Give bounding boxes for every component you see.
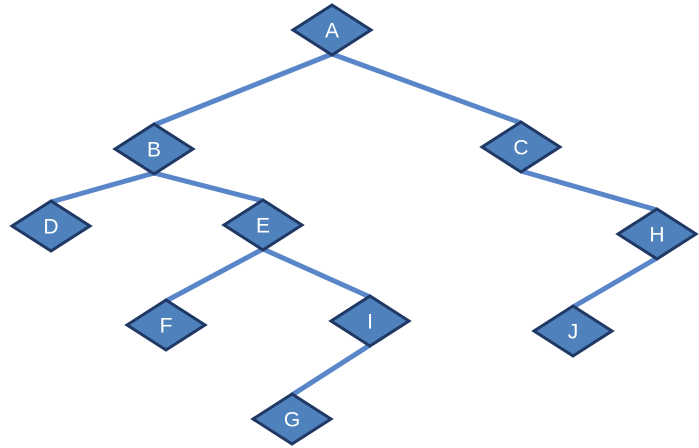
node-H-diamond[interactable] [615,207,699,261]
node-A-diamond[interactable] [290,3,374,57]
node-G[interactable]: G [250,392,334,446]
edge-H-J [571,255,659,310]
edge-I-G [290,342,372,398]
nodes-layer: A B C D E H F I J G [9,3,699,446]
edge-A-B [153,51,333,128]
node-B-diamond[interactable] [112,122,196,176]
edges-layer [50,51,659,398]
node-I[interactable]: I [328,294,412,348]
edge-B-D [50,170,155,205]
node-B[interactable]: B [112,122,196,176]
node-G-diamond[interactable] [250,392,334,446]
node-A[interactable]: A [290,3,374,57]
node-C[interactable]: C [479,120,563,174]
node-E-diamond[interactable] [221,198,305,252]
edge-B-E [153,170,264,204]
edge-E-F [164,246,265,304]
node-C-diamond[interactable] [479,120,563,174]
node-F[interactable]: F [124,298,208,352]
node-I-diamond[interactable] [328,294,412,348]
node-J[interactable]: J [531,304,615,358]
edge-E-I [261,246,372,300]
node-D[interactable]: D [9,199,93,253]
node-H[interactable]: H [615,207,699,261]
edge-C-H [520,168,658,213]
edge-A-C [331,51,522,126]
node-F-diamond[interactable] [124,298,208,352]
node-J-diamond[interactable] [531,304,615,358]
node-E[interactable]: E [221,198,305,252]
node-D-diamond[interactable] [9,199,93,253]
